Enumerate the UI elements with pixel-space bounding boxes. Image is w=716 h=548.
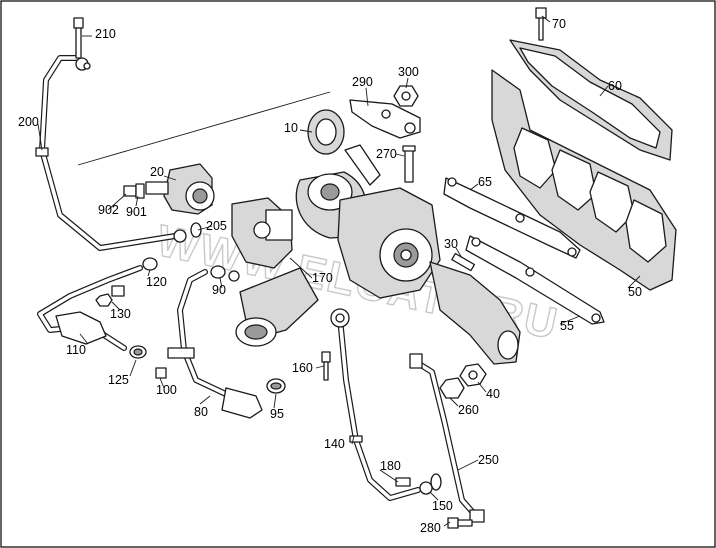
callout-180: 180 <box>380 459 401 473</box>
bolt-160 <box>321 351 331 381</box>
callout-140: 140 <box>324 437 345 451</box>
washer-260 <box>439 377 465 399</box>
coolant-pipe-140 <box>330 308 421 501</box>
oil-return-pipe-250 <box>409 353 485 523</box>
callout-60: 60 <box>608 79 622 93</box>
callout-20: 20 <box>150 165 164 179</box>
callout-80: 80 <box>194 405 208 419</box>
clamp-125 <box>129 345 147 359</box>
callout-50: 50 <box>628 285 642 299</box>
callout-150: 150 <box>432 499 453 513</box>
stud-30 <box>451 252 476 272</box>
callout-95: 95 <box>270 407 284 421</box>
callout-10: 10 <box>284 121 298 135</box>
callout-40: 40 <box>486 387 500 401</box>
bolt-130 <box>95 285 125 307</box>
callout-260: 260 <box>458 403 479 417</box>
callout-70: 70 <box>552 17 566 31</box>
callout-160: 160 <box>292 361 313 375</box>
washer-205 <box>173 222 202 243</box>
nut-40 <box>459 363 487 387</box>
hose-clamp-95 <box>266 378 286 394</box>
bracket-290 <box>349 99 421 139</box>
gasket-65 <box>443 177 581 259</box>
callout-270: 270 <box>376 147 397 161</box>
exhaust-manifold-50 <box>491 69 677 291</box>
callout-250: 250 <box>478 453 499 467</box>
bolt-180 <box>395 477 411 487</box>
stud-270 <box>402 145 416 183</box>
coolant-hose-110 <box>37 265 143 351</box>
callout-170: 170 <box>312 271 333 285</box>
callout-30: 30 <box>444 237 458 251</box>
nut-300 <box>393 85 419 107</box>
clamp-120 <box>142 257 158 271</box>
leader-lines <box>37 15 641 527</box>
callout-110: 110 <box>66 343 86 357</box>
bolt-100 <box>155 367 167 379</box>
callout-280: 280 <box>420 521 441 535</box>
callout-210: 210 <box>95 27 116 41</box>
callout-205: 205 <box>206 219 227 233</box>
callout-902: 902 <box>98 203 119 217</box>
banjo-bolt-150 <box>419 473 442 495</box>
coolant-hose-80 <box>167 269 263 419</box>
heat-shield-60 <box>509 39 673 161</box>
reference-line <box>77 91 331 166</box>
bolt-280 <box>447 517 473 529</box>
callout-labels: 210 200 20 10 902 901 205 290 300 270 70… <box>18 17 642 535</box>
banjo-bolt-210 <box>73 17 91 71</box>
turbocharger-10 <box>231 109 521 365</box>
callout-300: 300 <box>398 65 419 79</box>
callout-65: 65 <box>478 175 492 189</box>
bolt-70 <box>535 7 547 41</box>
connector-901-902 <box>123 183 145 199</box>
callout-290: 290 <box>352 75 373 89</box>
callout-100: 100 <box>156 383 177 397</box>
callout-90: 90 <box>212 283 226 297</box>
callout-901: 901 <box>126 205 147 219</box>
washer-90 <box>210 265 240 282</box>
pressure-actuator-20 <box>145 163 215 215</box>
callout-200: 200 <box>18 115 39 129</box>
callout-55: 55 <box>560 319 574 333</box>
callout-120: 120 <box>146 275 167 289</box>
callout-130: 130 <box>110 307 131 321</box>
callout-125: 125 <box>108 373 129 387</box>
oil-feed-pipe-200 <box>35 55 178 251</box>
gasket-55 <box>465 235 605 325</box>
